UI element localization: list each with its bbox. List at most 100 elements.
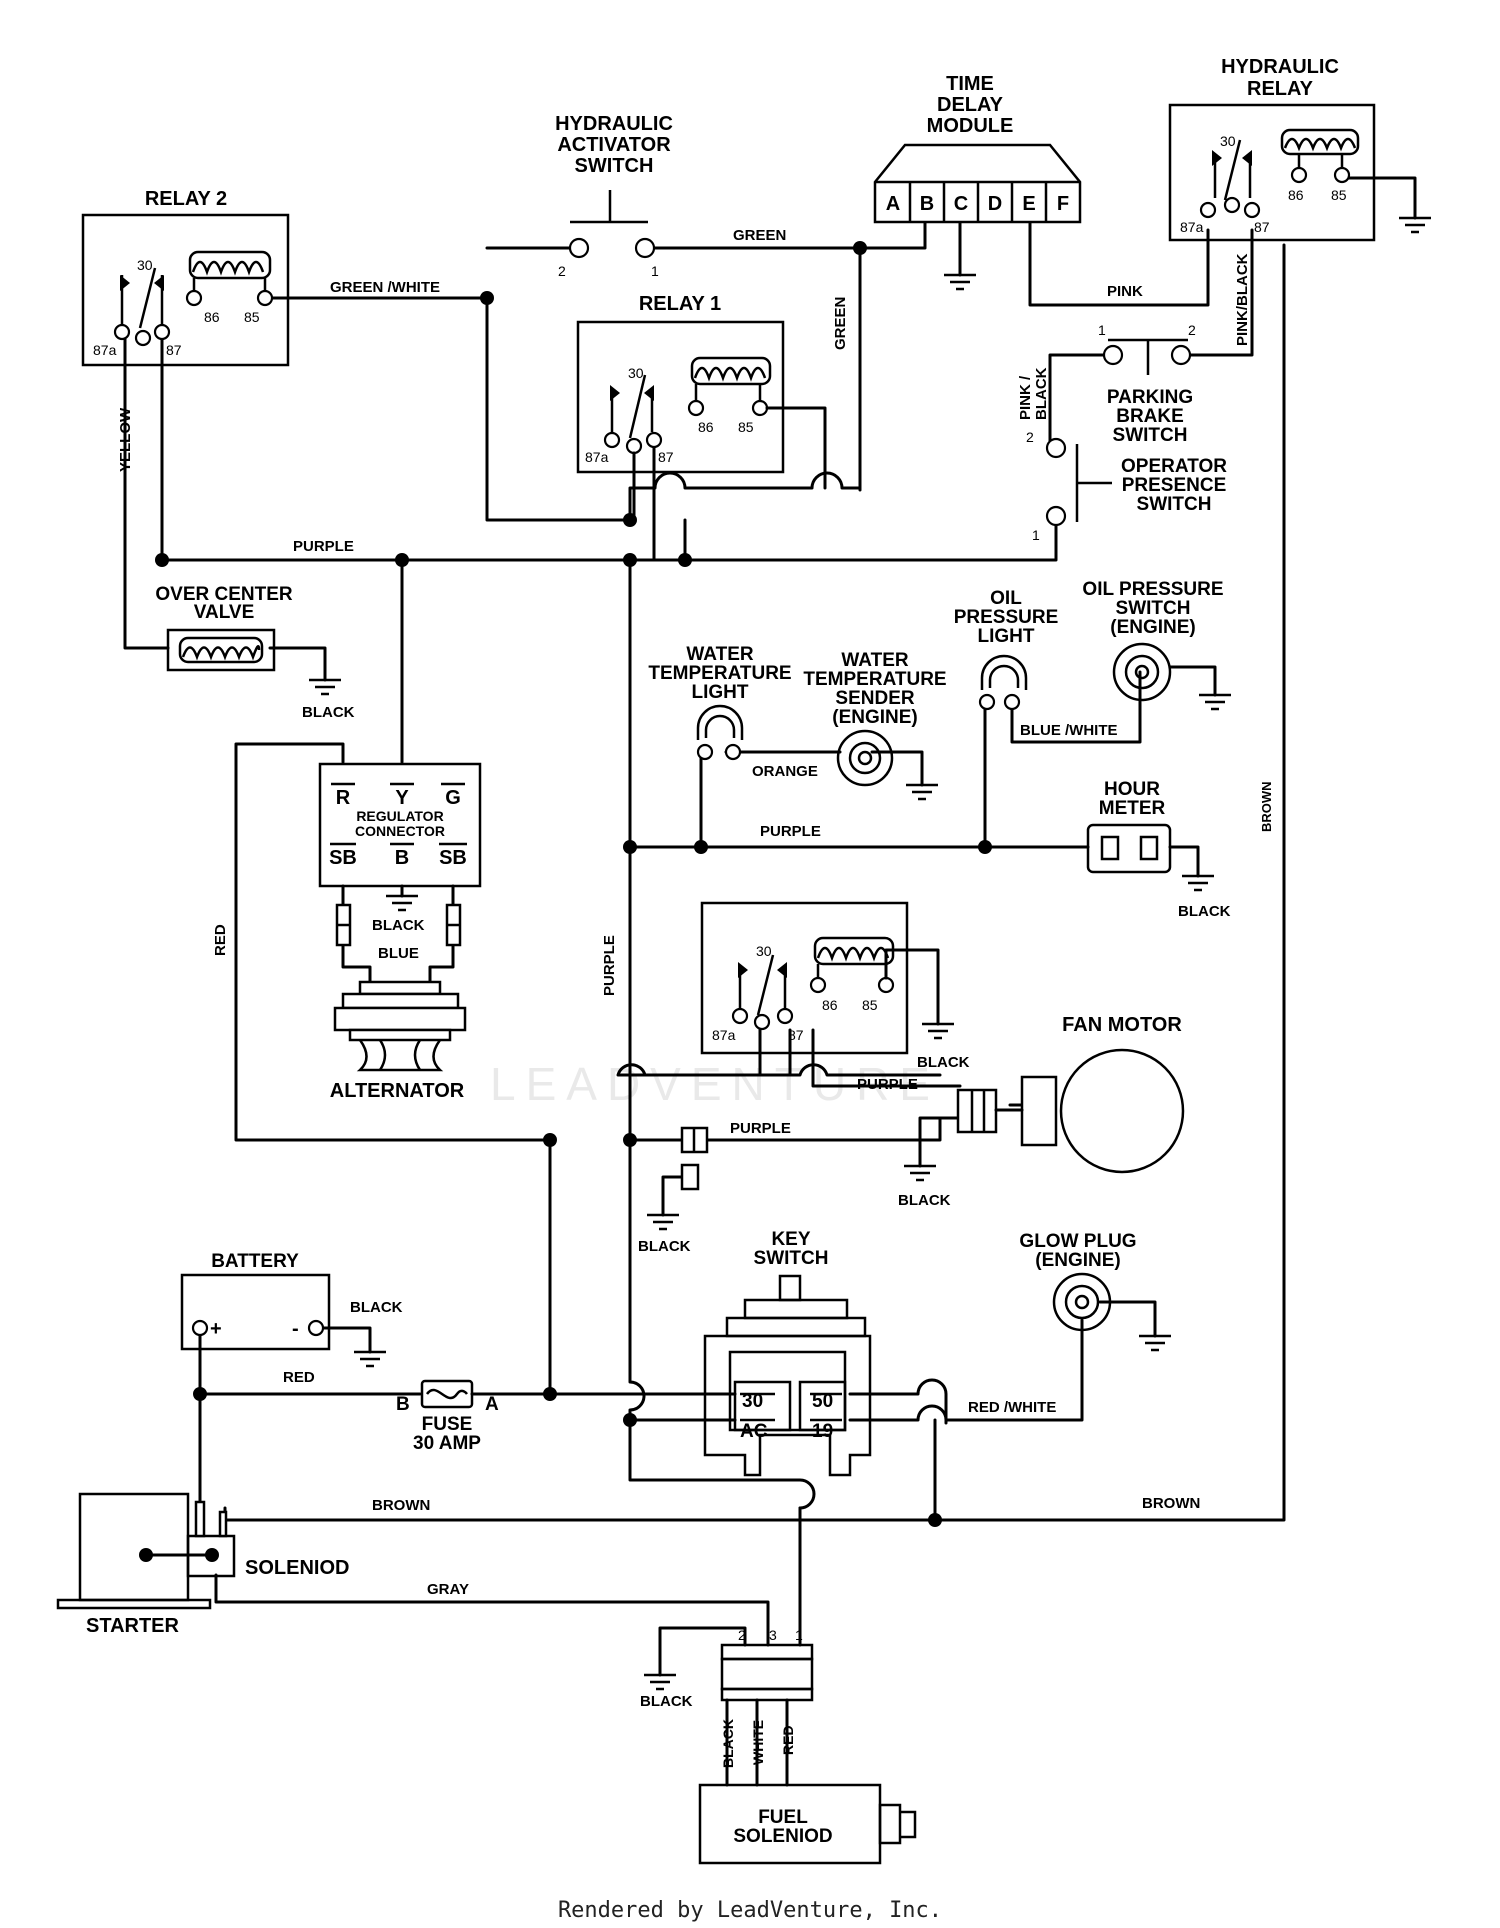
- svg-text:85: 85: [862, 997, 878, 1013]
- svg-text:D: D: [988, 193, 1002, 215]
- svg-text:(ENGINE): (ENGINE): [1110, 617, 1196, 638]
- svg-text:BLACK: BLACK: [638, 1238, 691, 1255]
- svg-text:30: 30: [137, 257, 153, 273]
- svg-text:PRESSURE: PRESSURE: [954, 607, 1059, 628]
- svg-text:LIGHT: LIGHT: [978, 626, 1035, 647]
- svg-text:B: B: [396, 1394, 410, 1415]
- svg-text:B: B: [395, 847, 409, 869]
- junctions: [139, 241, 992, 1562]
- svg-text:19: 19: [812, 1421, 833, 1442]
- svg-text:WHITE: WHITE: [750, 1720, 766, 1765]
- hydraulic-relay: HYDRAULIC RELAY 86 85 30 87a 87: [1168, 56, 1376, 242]
- svg-text:PINK: PINK: [1107, 283, 1143, 300]
- svg-text:3: 3: [769, 1627, 777, 1643]
- svg-text:REGULATOR: REGULATOR: [356, 808, 443, 824]
- svg-text:G: G: [445, 787, 461, 809]
- svg-text:BLACK: BLACK: [898, 1192, 951, 1209]
- svg-text:FUSE: FUSE: [422, 1414, 473, 1435]
- svg-text:BLACK: BLACK: [640, 1693, 693, 1710]
- svg-text:PURPLE: PURPLE: [760, 823, 821, 840]
- hydraulic-activator-switch: HYDRAULIC ACTIVATOR SWITCH 2 1: [555, 113, 673, 279]
- svg-text:HYDRAULIC: HYDRAULIC: [1221, 56, 1339, 78]
- svg-text:GRAY: GRAY: [427, 1581, 469, 1598]
- svg-text:TIME: TIME: [946, 73, 994, 95]
- svg-text:OIL: OIL: [990, 588, 1022, 609]
- wires: [123, 176, 1417, 1787]
- svg-text:METER: METER: [1099, 798, 1166, 819]
- svg-text:B: B: [920, 193, 934, 215]
- svg-text:RED: RED: [283, 1369, 315, 1386]
- footer-credit: Rendered by LeadVenture, Inc.: [558, 1898, 942, 1923]
- svg-text:SOLENIOD: SOLENIOD: [733, 1826, 832, 1847]
- svg-text:SB: SB: [329, 847, 357, 869]
- svg-text:+: +: [210, 1318, 222, 1340]
- svg-text:87: 87: [788, 1027, 804, 1043]
- svg-text:87a: 87a: [712, 1027, 736, 1043]
- wire-labels: GREEN GREEN /WHITE GREEN PINK PINK/BLACK…: [117, 227, 1274, 1710]
- svg-text:RELAY 2: RELAY 2: [145, 188, 227, 210]
- ground-icon: [309, 216, 1431, 1691]
- svg-text:SWITCH: SWITCH: [1116, 598, 1191, 619]
- svg-text:A: A: [485, 1394, 499, 1415]
- svg-text:R: R: [336, 787, 351, 809]
- svg-text:87: 87: [166, 342, 182, 358]
- svg-text:30: 30: [1220, 133, 1236, 149]
- svg-text:30: 30: [756, 943, 772, 959]
- svg-text:KEY: KEY: [771, 1229, 810, 1250]
- svg-text:RED: RED: [212, 924, 229, 956]
- svg-text:85: 85: [244, 309, 260, 325]
- svg-text:PARKING: PARKING: [1107, 387, 1193, 408]
- operator-presence-switch: 2 1 OPERATOR PRESENCE SWITCH: [1026, 429, 1227, 543]
- oil-pressure-light: OIL PRESSURE LIGHT: [954, 588, 1059, 711]
- svg-text:30 AMP: 30 AMP: [413, 1433, 481, 1454]
- svg-text:87: 87: [658, 449, 674, 465]
- svg-text:BLACK: BLACK: [1178, 903, 1231, 920]
- regulator-connector: R Y G REGULATOR CONNECTOR SB B SB: [318, 762, 482, 947]
- svg-text:OIL PRESSURE: OIL PRESSURE: [1082, 579, 1223, 600]
- svg-text:1: 1: [651, 263, 659, 279]
- svg-text:ORANGE: ORANGE: [752, 763, 818, 780]
- svg-text:BLACK: BLACK: [302, 704, 355, 721]
- svg-text:HYDRAULIC: HYDRAULIC: [555, 113, 673, 135]
- svg-text:A: A: [886, 193, 900, 215]
- svg-text:C: C: [954, 193, 968, 215]
- hour-meter: HOUR METER: [1086, 779, 1172, 874]
- svg-text:86: 86: [204, 309, 220, 325]
- svg-text:FUEL: FUEL: [758, 1807, 808, 1828]
- svg-text:BLUE: BLUE: [378, 945, 419, 962]
- svg-text:STARTER: STARTER: [86, 1615, 180, 1637]
- svg-text:HOUR: HOUR: [1104, 779, 1160, 800]
- svg-text:PINK /: PINK /: [1017, 375, 1034, 420]
- svg-text:WATER: WATER: [686, 644, 753, 665]
- fan-relay: 86 85 30 87a 87: [700, 901, 909, 1055]
- svg-text:86: 86: [1288, 187, 1304, 203]
- water-temperature-sender: WATER TEMPERATURE SENDER (ENGINE): [803, 650, 947, 787]
- svg-text:2: 2: [1026, 429, 1034, 445]
- fuel-solenoid: 2 3 1 BLACK WHITE RED FUEL SOLENIOD: [698, 1627, 917, 1865]
- connector: [680, 1126, 709, 1191]
- watermark: LEADVENTURE: [490, 1058, 940, 1110]
- svg-text:87a: 87a: [93, 342, 117, 358]
- svg-text:SOLENIOD: SOLENIOD: [245, 1557, 349, 1579]
- water-temperature-light: WATER TEMPERATURE LIGHT: [648, 644, 792, 761]
- svg-text:RELAY 1: RELAY 1: [639, 293, 721, 315]
- svg-text:1: 1: [1098, 322, 1106, 338]
- svg-text:86: 86: [822, 997, 838, 1013]
- svg-text:87a: 87a: [1180, 219, 1204, 235]
- svg-text:PURPLE: PURPLE: [293, 538, 354, 555]
- fuse: B A FUSE 30 AMP: [396, 1379, 499, 1454]
- svg-text:F: F: [1057, 193, 1069, 215]
- svg-text:DELAY: DELAY: [937, 94, 1004, 116]
- svg-text:CONNECTOR: CONNECTOR: [355, 823, 445, 839]
- time-delay-module: TIME DELAY MODULE A B C D E F: [873, 73, 1082, 224]
- svg-text:GREEN /WHITE: GREEN /WHITE: [330, 279, 440, 296]
- starter: STARTER SOLENIOD: [56, 1492, 349, 1637]
- svg-text:PRESENCE: PRESENCE: [1122, 475, 1227, 496]
- svg-text:VALVE: VALVE: [194, 602, 255, 623]
- svg-text:87a: 87a: [585, 449, 609, 465]
- svg-text:PURPLE: PURPLE: [857, 1076, 918, 1093]
- svg-text:GLOW PLUG: GLOW PLUG: [1019, 1231, 1136, 1252]
- svg-text:SB: SB: [439, 847, 467, 869]
- svg-text:85: 85: [1331, 187, 1347, 203]
